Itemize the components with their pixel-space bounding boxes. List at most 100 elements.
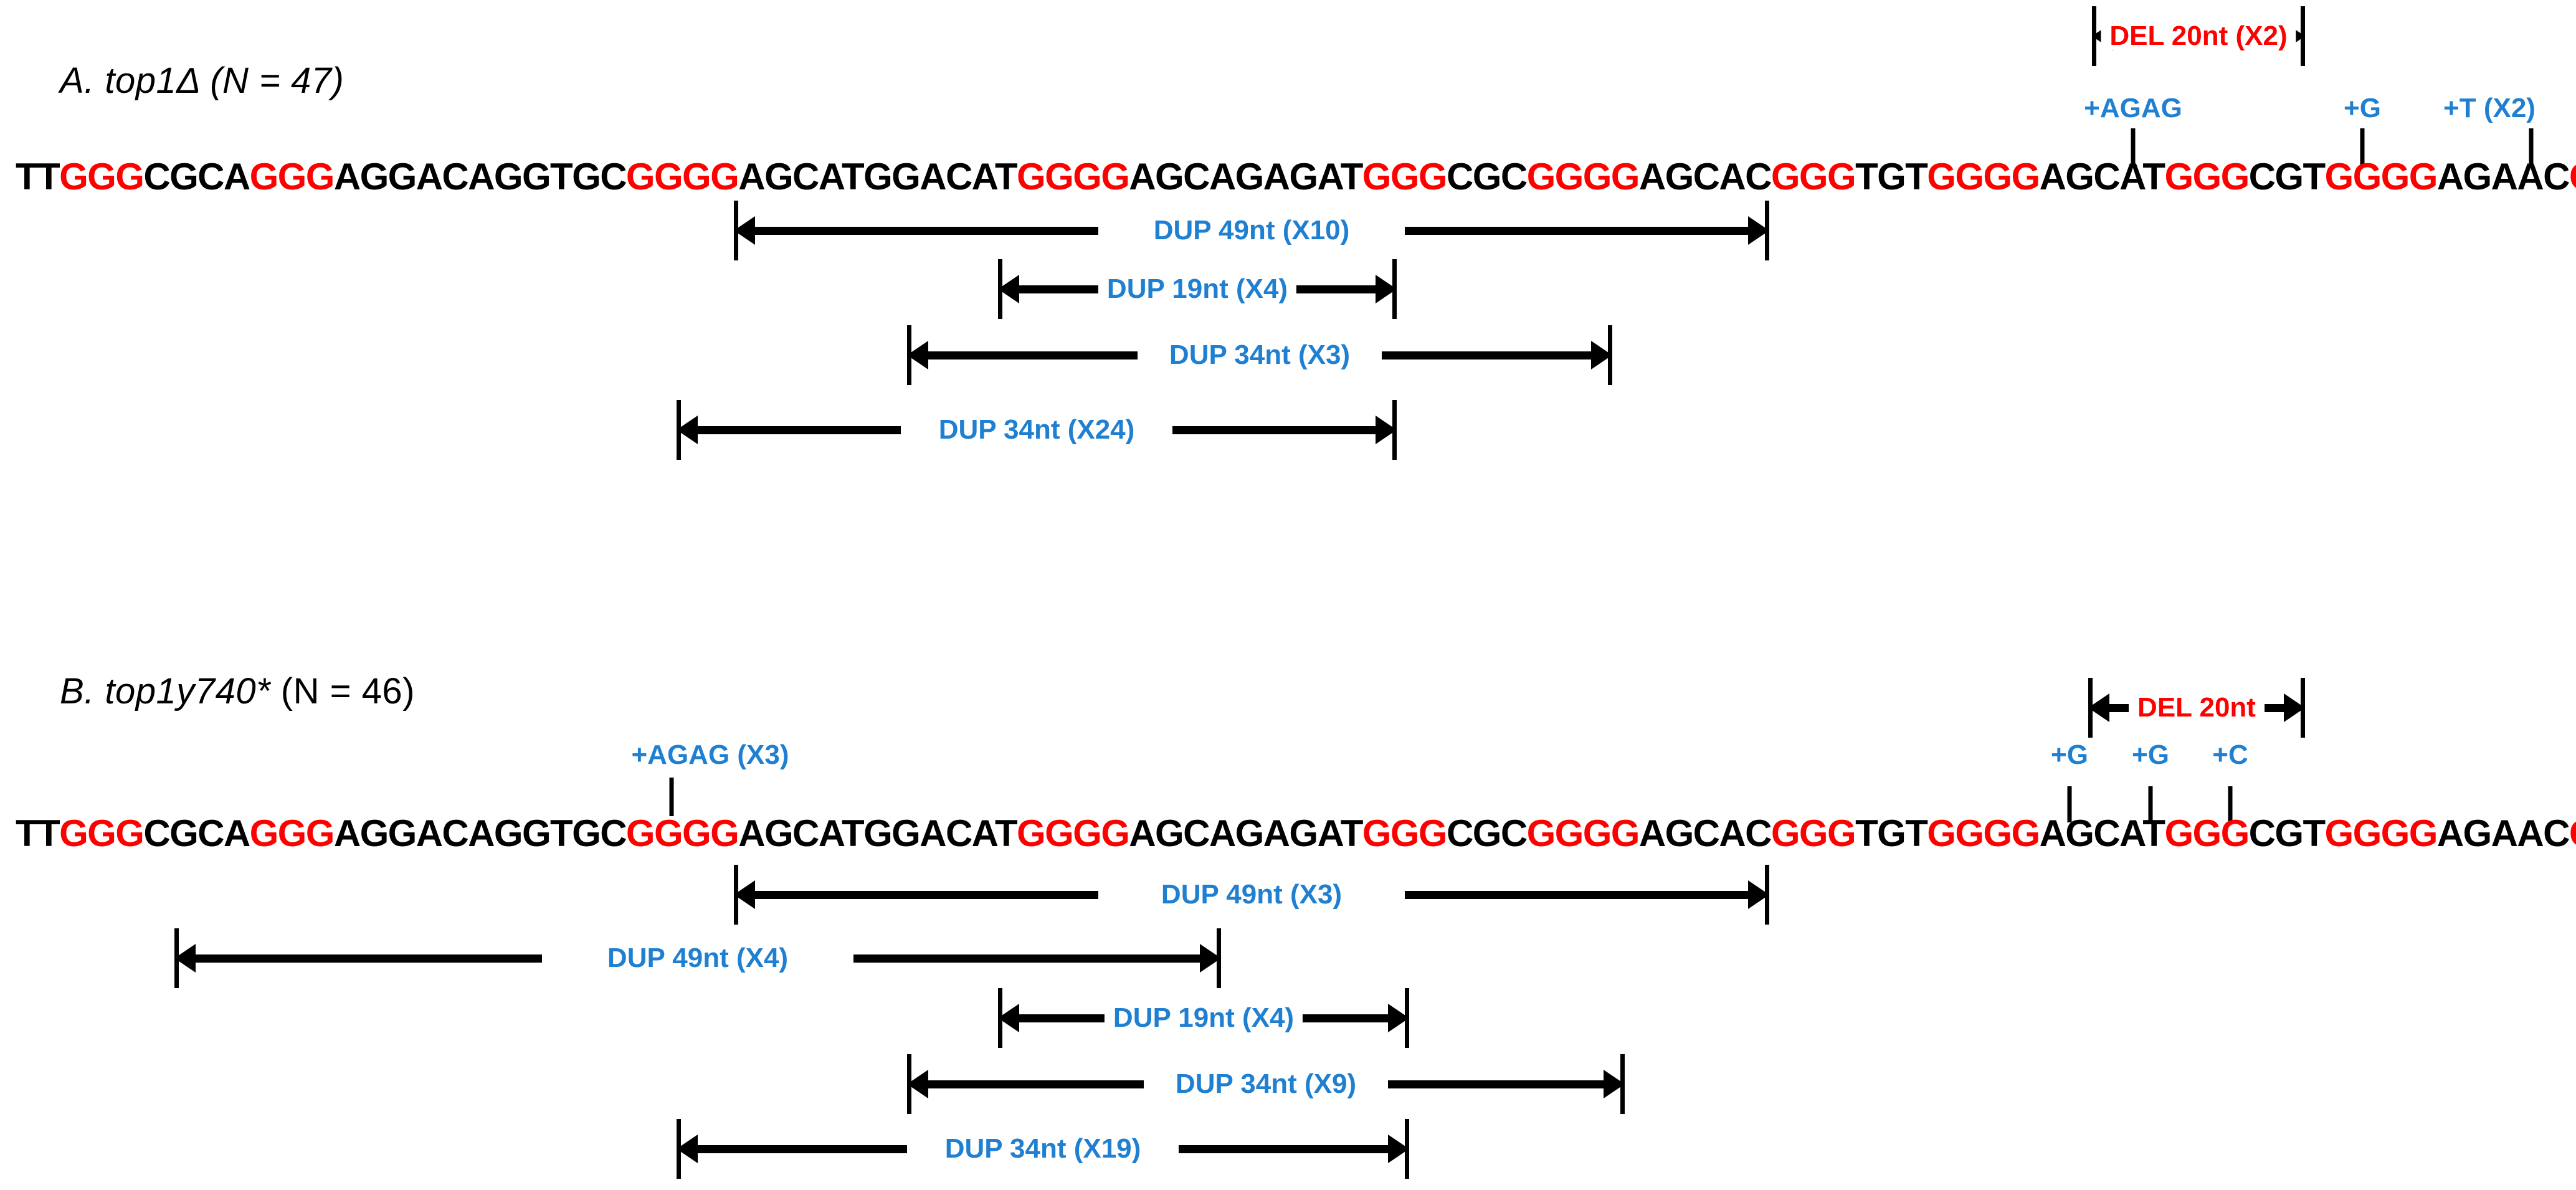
deletion-label: DEL 20nt (2129, 694, 2265, 721)
arrow-shaft-left (193, 954, 542, 963)
nucleotide-group: AAC (2491, 812, 2570, 854)
arrow-shaft-left (926, 1080, 1144, 1088)
nucleotide-group: T (550, 156, 573, 198)
g-run: GGG (1770, 156, 1856, 198)
nucleotide-group: G (1877, 156, 1906, 198)
arrowhead-left-icon (998, 275, 1019, 303)
arrowhead-right-icon (1200, 944, 1221, 973)
arrow-shaft-right (1294, 1014, 1390, 1022)
arrow-shaft-left (1017, 285, 1110, 293)
arrowhead-left-icon (734, 880, 755, 909)
arrowhead-left-icon (677, 416, 698, 444)
g-run: GGG (2569, 812, 2576, 854)
nucleotide-group: G (2274, 812, 2304, 854)
nucleotide-group: G (1877, 812, 1906, 854)
nucleotide-group: GG (359, 156, 417, 198)
g-run: GGG (59, 812, 145, 854)
arrowhead-left-icon (174, 944, 196, 973)
arrow-shaft-right (1405, 227, 1751, 235)
arrowhead-left-icon (907, 1070, 928, 1098)
panel-b-duplication-span-3: DUP 19nt (X4) (998, 988, 1409, 1048)
nucleotide-group: T (2303, 812, 2326, 854)
arrow-shaft-right (853, 954, 1202, 963)
panel-a-insertion-tick-3 (2529, 128, 2534, 164)
nucleotide-group: CAC (1693, 156, 1772, 198)
arrowhead-right-icon (1604, 1070, 1625, 1098)
nucleotide-group: G (1289, 812, 1318, 854)
nucleotide-group: G (1665, 812, 1694, 854)
nucleotide-group: C (1447, 812, 1473, 854)
panel-a-insertion-label-2: +G (2344, 93, 2381, 123)
nucleotide-group: CAT (2093, 156, 2165, 198)
g-run: GGGG (2324, 156, 2438, 198)
duplication-label: DUP 19nt (X4) (1098, 275, 1297, 303)
nucleotide-group: A (738, 156, 765, 198)
g-run: GGG (2164, 156, 2250, 198)
arrow-shaft-right (1388, 1080, 1606, 1088)
nucleotide-group: C (600, 812, 627, 854)
g-run: GGG (1770, 812, 1856, 854)
panel-a-title: A. top1Δ (N = 47) (60, 60, 344, 102)
panel-a-insertion-label-1: +AGAG (2084, 93, 2182, 123)
panel-a-title-count: (N = 47) (210, 60, 345, 101)
nucleotide-group: ACAT (920, 156, 1017, 198)
nucleotide-group: GG (359, 812, 417, 854)
nucleotide-group: TT (16, 156, 60, 198)
nucleotide-group: G (2463, 156, 2493, 198)
panel-a-duplication-span-3: DUP 34nt (X3) (907, 325, 1612, 385)
nucleotide-group: C (143, 156, 170, 198)
panel-b-insertion-label-4: +C (2212, 740, 2248, 770)
nucleotide-group: CAT (792, 156, 865, 198)
nucleotide-group: C (1500, 812, 1528, 854)
arrow-shaft-left (1017, 1014, 1113, 1022)
nucleotide-group: G (764, 812, 794, 854)
arrow-shaft-right (1405, 891, 1751, 899)
panel-b-insertion-label-1: +AGAG (X3) (631, 740, 789, 770)
panel-a-duplication-span-2: DUP 19nt (X4) (998, 259, 1397, 319)
nucleotide-group: GG (493, 812, 551, 854)
nucleotide-group: A (333, 156, 361, 198)
arrowhead-right-icon (1388, 1004, 1409, 1032)
nucleotide-group: G (572, 812, 601, 854)
arrowhead-right-icon (1591, 341, 1612, 369)
nucleotide-group: G (764, 156, 794, 198)
panel-b-insertion-tick-3 (2148, 786, 2153, 822)
nucleotide-group: T (1855, 812, 1878, 854)
panel-a-duplication-span-1: DUP 49nt (X10) (734, 201, 1769, 260)
arrowhead-left-icon (907, 341, 928, 369)
nucleotide-group: CAT (792, 812, 865, 854)
nucleotide-group: CA (197, 812, 250, 854)
panel-b-insertion-tick-1 (669, 778, 674, 816)
g-run: GGGG (1927, 156, 2040, 198)
arrowhead-right-icon (1376, 275, 1397, 303)
nucleotide-group: CAC (1693, 812, 1772, 854)
arrow-shaft-left (926, 351, 1138, 359)
duplication-label: DUP 34nt (X3) (1160, 341, 1359, 369)
arrowhead-left-icon (998, 1004, 1019, 1032)
deletion-label: DEL 20nt (X2) (2101, 22, 2296, 50)
duplication-label: DUP 34nt (X19) (936, 1135, 1150, 1163)
nucleotide-group: TT (16, 812, 60, 854)
panel-b-duplication-span-4: DUP 34nt (X9) (907, 1054, 1625, 1114)
arrowhead-left-icon (2088, 693, 2109, 722)
g-run: GGGG (1526, 156, 1640, 198)
nucleotide-group: A (738, 812, 765, 854)
nucleotide-group: G (2274, 156, 2304, 198)
nucleotide-group: G (1472, 812, 1502, 854)
arrow-shaft-left (695, 1145, 907, 1153)
nucleotide-group: C (2248, 812, 2276, 854)
nucleotide-group: G (1235, 156, 1265, 198)
panel-b-title: B. top1y740* (N = 46) (60, 670, 415, 712)
panel-a-sequence: TTGGGCGCAGGGAGGACAGGTGCGGGGAGCATGGACATGG… (16, 158, 2576, 196)
nucleotide-group: T (1905, 156, 1928, 198)
panel-a-title-gene: top1Δ (105, 60, 200, 101)
nucleotide-group: A (1638, 812, 1666, 854)
g-run: GGG (59, 156, 145, 198)
g-run: GGG (2164, 812, 2250, 854)
panel-a-insertion-tick-2 (2360, 128, 2365, 164)
g-run: GGGG (1526, 812, 1640, 854)
nucleotide-group: G (2065, 156, 2094, 198)
arrowhead-left-icon (677, 1135, 698, 1163)
g-run: GGGG (1017, 156, 1130, 198)
nucleotide-group: G (169, 156, 199, 198)
